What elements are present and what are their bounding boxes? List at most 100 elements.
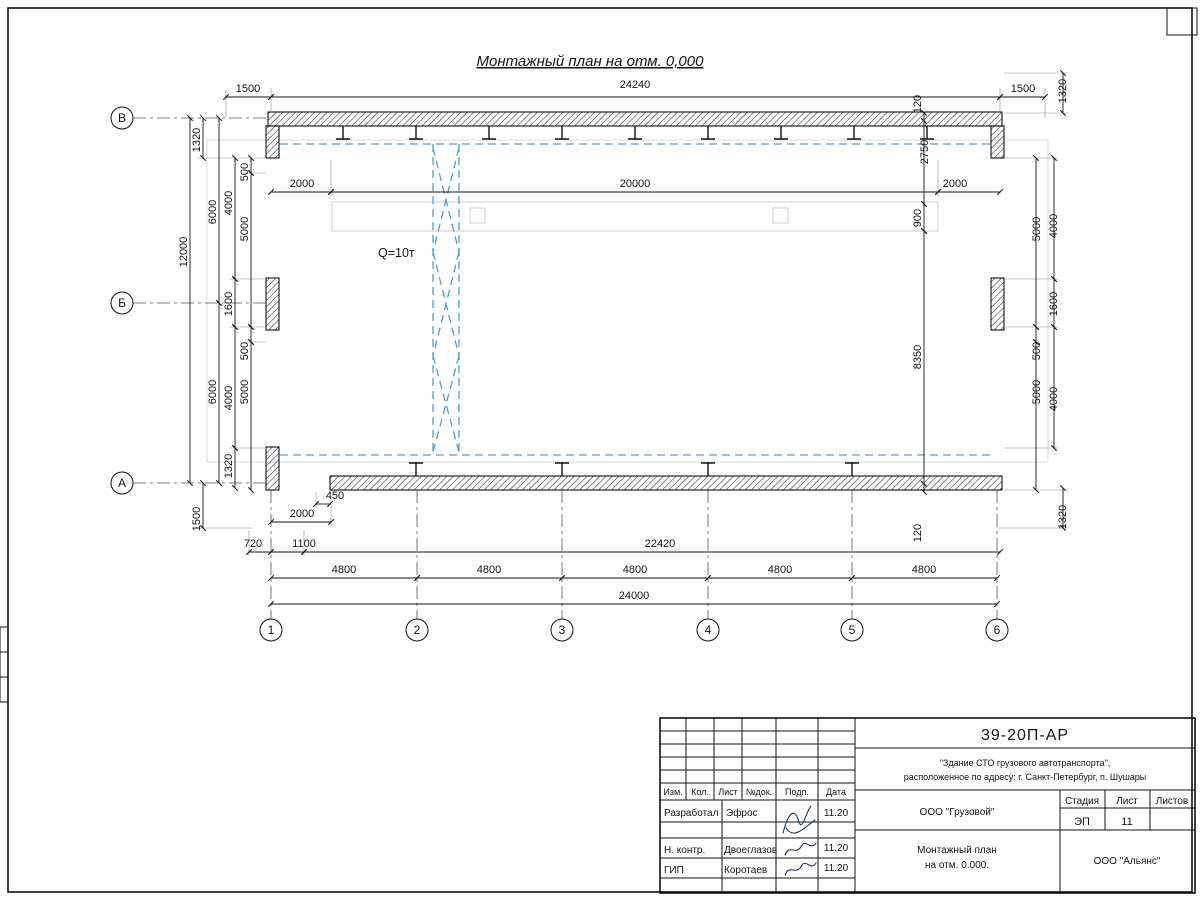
dim-label: 1320	[223, 454, 235, 478]
crane-path	[280, 143, 990, 456]
stamp-role: ГИП	[664, 865, 684, 876]
dim-label: 1100	[292, 538, 316, 550]
building-walls	[265, 111, 1005, 491]
dim-label: 2000	[290, 178, 314, 190]
dim-label: 4000	[1048, 214, 1060, 238]
axis-label: 4	[705, 623, 712, 637]
axis-marker-col-3: 3	[550, 618, 574, 642]
dim-label: 4800	[623, 564, 647, 576]
dim-label: 6000	[207, 380, 219, 404]
dim-label: 4800	[332, 564, 356, 576]
dimension-lines	[186, 69, 1067, 608]
stage-header: Стадия	[1065, 796, 1099, 807]
dim-label: 2000	[943, 178, 967, 190]
object-name-line1: "Здание СТО грузового автотранспорта",	[940, 758, 1111, 768]
axis-marker-row-a: А	[110, 471, 134, 495]
axis-lines	[133, 117, 998, 619]
sheet-header: Лист	[1116, 796, 1138, 807]
corner-stamp-box	[1166, 7, 1198, 36]
object-name-line2: расположенное по адресу: г. Санкт-Петерб…	[904, 772, 1147, 782]
dim-label: 6000	[207, 200, 219, 224]
org2-name: ООО "Альянс"	[1094, 856, 1161, 867]
title-block: Изм. Кол. Лист №док. Подп. Дата Разработ…	[659, 717, 1196, 894]
axis-marker-col-4: 4	[696, 618, 720, 642]
stamp-header-data: Дата	[826, 787, 846, 797]
dim-label: 1320	[191, 128, 203, 152]
dim-label: 5000	[1031, 217, 1043, 241]
stamp-date: 11.20	[824, 843, 849, 854]
axis-label: В	[118, 111, 126, 125]
axis-markers: В Б А 1 2 3 4 5 6	[110, 106, 1009, 642]
stamp-name: Двоеглазов	[724, 845, 777, 856]
dim-label: 1320	[1057, 505, 1069, 529]
signature	[784, 862, 817, 876]
crane-runway-beam	[331, 201, 939, 232]
dim-label: 4800	[768, 564, 792, 576]
signatures	[782, 805, 817, 876]
org-name: ООО "Грузовой"	[920, 807, 995, 818]
dim-label: 12000	[178, 237, 190, 268]
axis-label: 6	[994, 623, 1001, 637]
dim-label: 24000	[619, 590, 650, 602]
dim-label: 120	[912, 95, 924, 113]
axis-marker-row-v: В	[110, 106, 134, 130]
stamp-header-ndok: №док.	[746, 787, 772, 797]
dim-label: 4000	[223, 191, 235, 215]
stamp-date: 11.20	[824, 863, 849, 874]
axis-marker-col-5: 5	[840, 618, 864, 642]
stamp-date: 11.20	[824, 808, 849, 819]
signature	[784, 842, 817, 856]
axis-marker-row-b: Б	[110, 291, 134, 315]
dim-label: 500	[239, 342, 251, 360]
axis-marker-col-1: 1	[259, 618, 283, 642]
dim-label: 2000	[290, 508, 314, 520]
stamp-role: Разработал	[664, 807, 719, 819]
axis-label: 1	[268, 623, 275, 637]
dim-label: 720	[244, 538, 262, 550]
dim-label: 1500	[191, 507, 203, 531]
dim-label: 5000	[239, 217, 251, 241]
crane-capacity-label: Q=10т	[378, 246, 415, 260]
stamp-role: Н. контр.	[664, 845, 705, 856]
dim-label: 450	[326, 490, 344, 502]
stamp-header-kol: Кол.	[691, 787, 709, 797]
dim-label: 1600	[223, 292, 235, 316]
signature	[782, 805, 816, 834]
dim-label: 1600	[1048, 292, 1060, 316]
dim-label: 1500	[236, 83, 260, 95]
drawing-title: Монтажный план на отм. 0,000	[477, 53, 705, 70]
dim-label: 500	[1031, 342, 1043, 360]
dim-label: 4000	[1048, 387, 1060, 411]
dim-label: 4800	[912, 564, 936, 576]
sheet-value: 11	[1121, 816, 1132, 828]
drawing-name-line2: на отм. 0.000.	[925, 860, 989, 871]
site-outline	[206, 139, 1049, 463]
dim-label: 5000	[1031, 380, 1043, 404]
dim-label: 1500	[1011, 83, 1035, 95]
axis-label: 2	[414, 623, 421, 637]
dim-label: 2750	[919, 140, 931, 164]
dim-label: 1320	[1057, 79, 1069, 103]
axis-marker-col-6: 6	[985, 618, 1009, 642]
stamp-header-list: Лист	[718, 787, 738, 797]
dimension-labels: 1500 24240 1500 2000 20000 2000 450 2000…	[178, 79, 1069, 602]
drawing-name-line1: Монтажный план	[917, 845, 997, 856]
axis-label: А	[118, 476, 126, 490]
dim-label: 24240	[620, 79, 651, 91]
sheets-header: Листов	[1156, 796, 1189, 807]
sheet-frame	[0, 7, 1198, 893]
dim-label: 900	[912, 209, 924, 227]
dim-label: 5000	[239, 380, 251, 404]
dim-label: 500	[239, 163, 251, 181]
dim-label: 120	[912, 524, 924, 542]
axis-label: 3	[559, 623, 566, 637]
dim-label: 8350	[912, 345, 924, 369]
axis-marker-col-2: 2	[405, 618, 429, 642]
axis-label: 5	[849, 623, 856, 637]
document-code: 39-20П-АР	[981, 727, 1069, 744]
dim-label: 20000	[620, 178, 651, 190]
stamp-name: Эфрос	[726, 807, 758, 819]
dim-label: 4000	[223, 386, 235, 410]
